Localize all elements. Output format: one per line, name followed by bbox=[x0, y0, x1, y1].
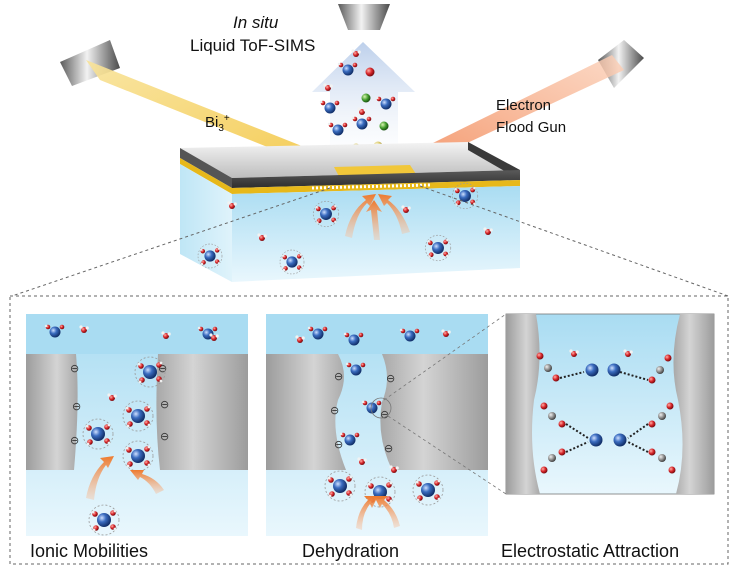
svg-text:⊖: ⊖ bbox=[70, 434, 79, 447]
bi-beam-label-sub: 3 bbox=[218, 123, 224, 134]
title-italic: In situ bbox=[233, 13, 279, 32]
panel-dehydration: ⊖ ⊖ ⊖ ⊖ ⊖ ⊖ bbox=[266, 314, 488, 536]
title-main: Liquid ToF-SIMS bbox=[190, 36, 316, 55]
device-block bbox=[180, 142, 520, 282]
svg-text:⊖: ⊖ bbox=[384, 442, 393, 455]
svg-text:⊖: ⊖ bbox=[160, 430, 169, 443]
caption-electrostatic-attraction: Electrostatic Attraction bbox=[501, 541, 680, 561]
svg-text:⊖: ⊖ bbox=[70, 362, 79, 375]
svg-text:⊖: ⊖ bbox=[330, 404, 339, 417]
panel-ionic-mobilities: ⊖ ⊖ ⊖ ⊖ ⊖ ⊖ bbox=[26, 314, 248, 536]
svg-text:⊖: ⊖ bbox=[158, 362, 167, 375]
ion-flow-arrows-top bbox=[345, 194, 410, 240]
zoom-frame bbox=[9, 295, 729, 565]
svg-text:⊖: ⊖ bbox=[386, 372, 395, 385]
caption-dehydration: Dehydration bbox=[302, 541, 400, 561]
svg-text:⊖: ⊖ bbox=[334, 370, 343, 383]
svg-text:⊖: ⊖ bbox=[380, 408, 389, 421]
ion-gun-top bbox=[338, 4, 390, 30]
bi-beam-label: Bi3+ bbox=[205, 113, 230, 134]
flood-gun-label-line2: Flood Gun bbox=[496, 119, 567, 136]
caption-ionic-mobilities: Ionic Mobilities bbox=[30, 541, 149, 561]
svg-text:⊖: ⊖ bbox=[160, 398, 169, 411]
panel-electrostatic bbox=[505, 313, 715, 495]
flood-gun-label-line1: Electron bbox=[496, 97, 552, 114]
bi-beam-label-base: Bi bbox=[205, 114, 219, 131]
svg-text:⊖: ⊖ bbox=[334, 438, 343, 451]
zoom-lines-inner bbox=[383, 313, 507, 495]
bi-beam-label-sup: + bbox=[223, 113, 230, 124]
zoom-lines bbox=[11, 185, 729, 297]
svg-text:⊖: ⊖ bbox=[72, 400, 81, 413]
